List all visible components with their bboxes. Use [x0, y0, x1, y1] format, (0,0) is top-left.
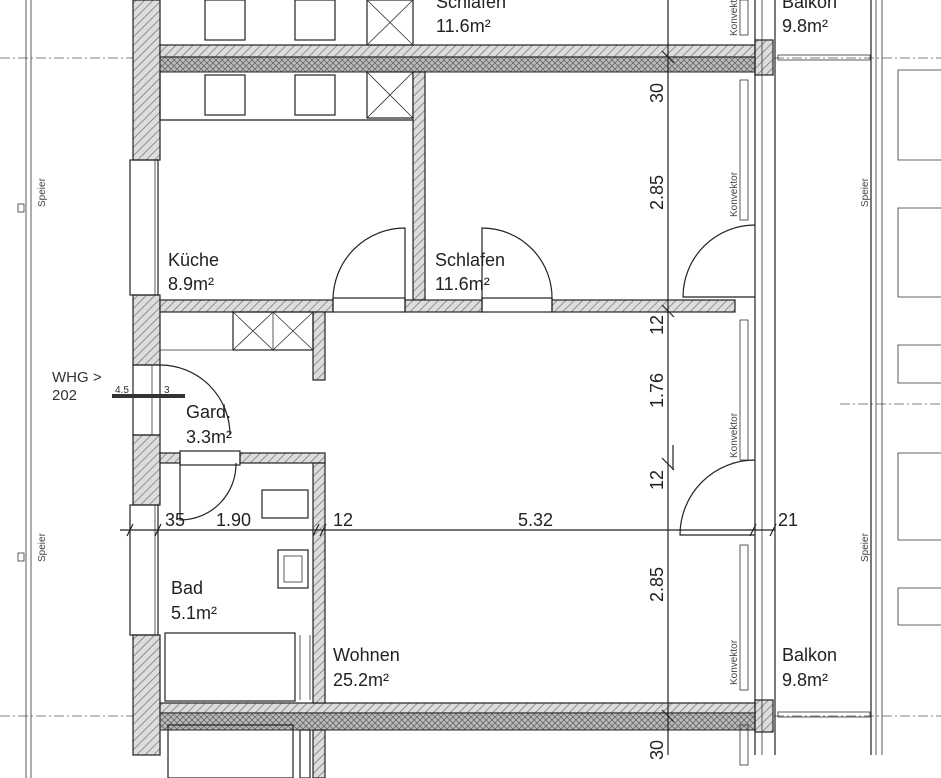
room-area: 9.8m²	[782, 16, 828, 36]
interior-walls	[159, 71, 736, 704]
doors	[159, 224, 756, 536]
annotations: Konvektor Konvektor Konvektor Konvektor …	[37, 0, 871, 685]
column-bottom	[754, 699, 774, 733]
unit-number: 202	[52, 387, 77, 404]
bad-cabinet	[261, 489, 309, 519]
room-area: 11.6m²	[435, 274, 490, 294]
entrance-label: WHG > 202 4.5 3	[52, 369, 170, 404]
konvektor-label: Konvektor	[729, 171, 740, 217]
room-name: Balkon	[782, 645, 837, 665]
entrance-dim-right: 3	[164, 385, 170, 396]
speier-label: Speier	[37, 532, 48, 562]
dimension-text: 12	[647, 470, 667, 490]
room-name: Schlafen	[436, 0, 506, 12]
speier-label: Speier	[860, 532, 871, 562]
left-facade	[17, 0, 32, 778]
dimension-text: 12	[647, 315, 667, 335]
room-name: Balkon	[782, 0, 837, 12]
room-labels: Schlafen 11.6m² Balkon 9.8m² Küche 8.9m²…	[168, 0, 837, 690]
dimension-text: 12	[333, 510, 353, 530]
bathtub	[164, 632, 296, 702]
dimension-text: 1.76	[647, 373, 667, 408]
room-name: Wohnen	[333, 645, 400, 665]
dimension-text: 2.85	[647, 175, 667, 210]
room-area: 9.8m²	[782, 670, 828, 690]
dimension-text: 2.85	[647, 567, 667, 602]
room-name: Schlafen	[435, 250, 505, 270]
room-area: 25.2m²	[333, 670, 389, 690]
room-area: 11.6m²	[436, 16, 491, 36]
vertical-dimensions: 30 2.85 12 1.76 12 2.85 30	[647, 83, 667, 760]
upper-unit-fixtures	[159, 0, 414, 778]
dimension-text: 35	[165, 510, 185, 530]
fixtures	[160, 311, 314, 702]
speier-label: Speier	[860, 177, 871, 207]
entrance-text: WHG >	[52, 369, 102, 386]
konvektor-label: Konvektor	[729, 639, 740, 685]
exterior-wall-left	[129, 0, 161, 756]
room-area: 5.1m²	[171, 603, 217, 623]
entrance-dim-left: 4.5	[115, 385, 129, 396]
konvektor-label: Konvektor	[729, 412, 740, 458]
insulation-bottom	[159, 712, 761, 731]
dimension-text: 5.32	[518, 510, 553, 530]
sink	[277, 549, 309, 589]
dimension-text: 30	[647, 740, 667, 760]
room-name: Bad	[171, 578, 203, 598]
room-name: Küche	[168, 250, 219, 270]
room-name: Gard.	[186, 402, 231, 422]
dimension-text: 1.90	[216, 510, 251, 530]
dimension-text: 21	[778, 510, 798, 530]
dimension-lines	[112, 0, 777, 755]
column-top	[754, 39, 774, 76]
window-kueche	[129, 159, 159, 296]
room-area: 3.3m²	[186, 427, 232, 447]
dimension-text: 30	[647, 83, 667, 103]
right-facade	[739, 0, 871, 766]
konvektor-label: Konvektor	[729, 0, 740, 36]
entrance-door	[132, 364, 161, 436]
room-area: 8.9m²	[168, 274, 214, 294]
speier-label: Speier	[37, 177, 48, 207]
window-bad	[129, 504, 159, 636]
horizontal-dimensions: 35 1.90 12 5.32 21	[165, 510, 798, 530]
balcony-railing	[870, 0, 941, 755]
slab-bottom	[159, 702, 761, 714]
slab-top	[159, 44, 761, 58]
